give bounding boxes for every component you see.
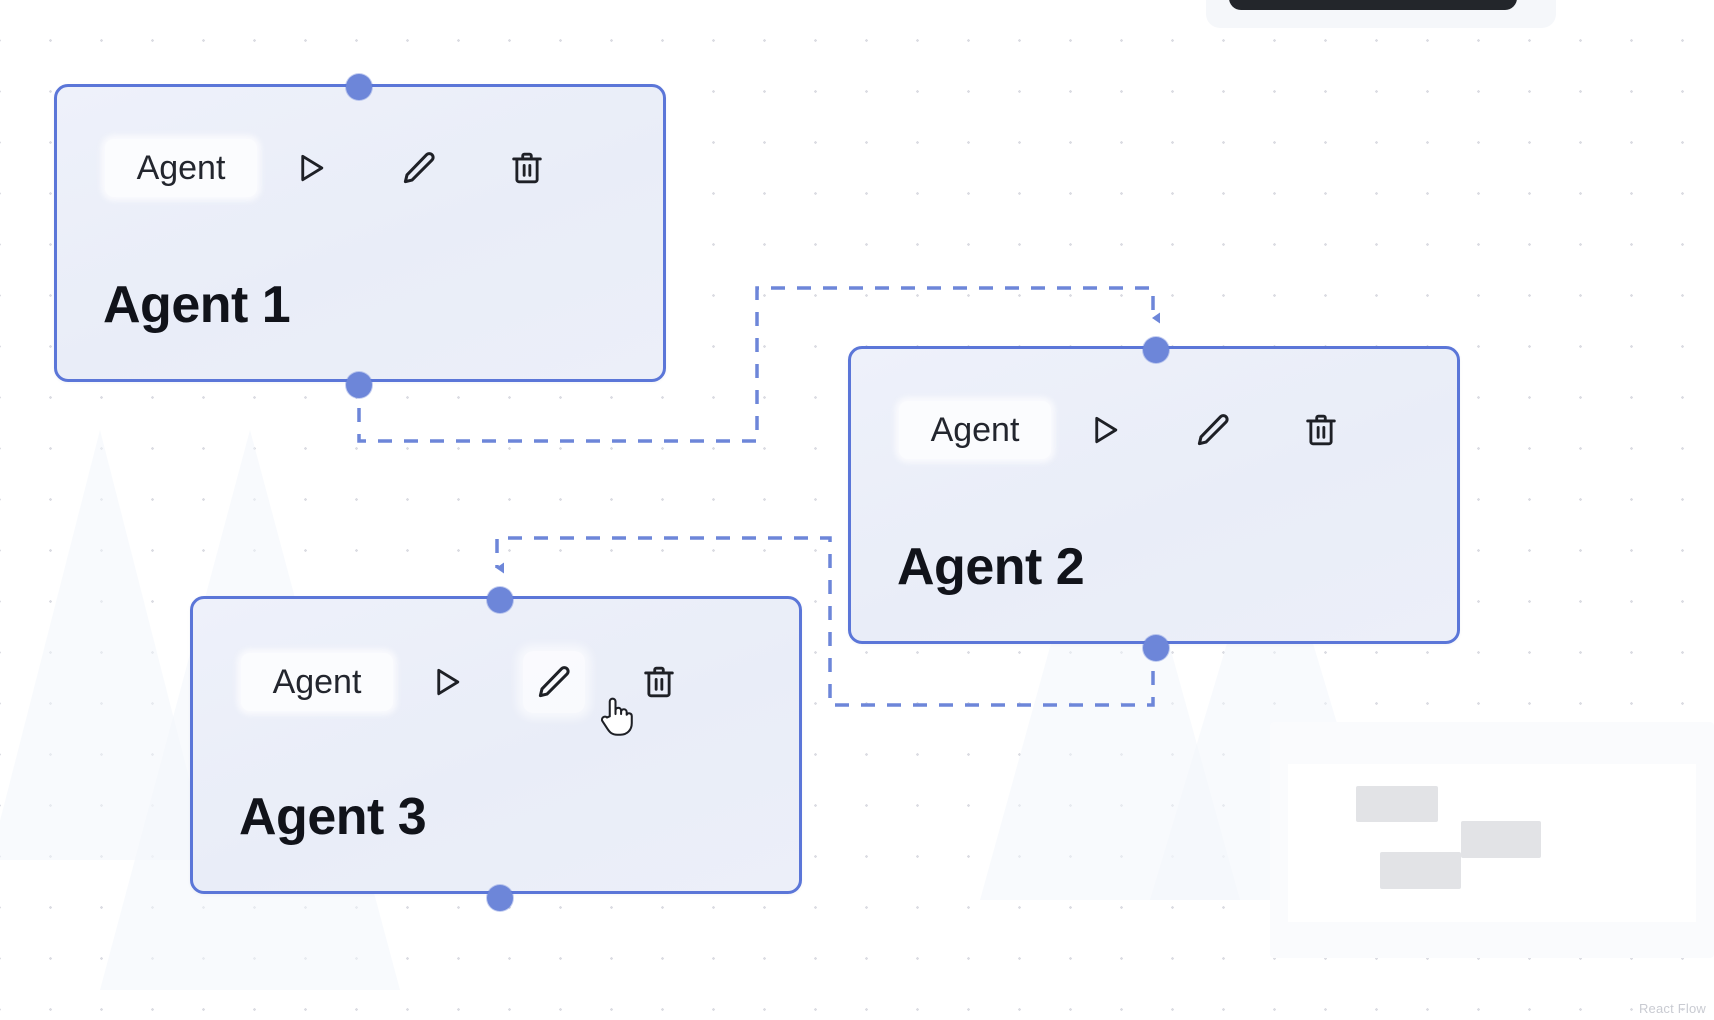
edit-button[interactable] bbox=[391, 140, 447, 196]
node-agent-2-header: Agent bbox=[899, 401, 1349, 459]
node-agent-2[interactable]: Agent bbox=[848, 337, 1460, 661]
node-type-badge: Agent bbox=[105, 139, 257, 197]
edit-button[interactable] bbox=[523, 651, 585, 713]
handle-target-top[interactable] bbox=[487, 587, 513, 613]
node-title: Agent 2 bbox=[897, 538, 1085, 596]
minimap[interactable] bbox=[1270, 722, 1714, 958]
trash-icon bbox=[644, 666, 674, 698]
play-icon bbox=[437, 668, 460, 696]
node-actions bbox=[419, 651, 687, 713]
delete-button[interactable] bbox=[631, 654, 687, 710]
minimap-node bbox=[1461, 821, 1541, 858]
trash-icon bbox=[1306, 414, 1336, 446]
node-title: Agent 3 bbox=[239, 788, 427, 846]
react-flow-attribution[interactable]: React Flow bbox=[1638, 1001, 1706, 1016]
node-agent-1-header: Agent bbox=[105, 139, 555, 197]
node-agent-3[interactable]: Agent bbox=[190, 587, 802, 911]
minimap-viewport[interactable] bbox=[1288, 764, 1696, 922]
node-type-badge: Agent bbox=[241, 653, 393, 711]
delete-button[interactable] bbox=[1293, 402, 1349, 458]
node-actions bbox=[1077, 402, 1349, 458]
trash-icon bbox=[512, 152, 542, 184]
pencil-icon bbox=[403, 152, 435, 184]
edge-agent2-agent3[interactable] bbox=[495, 536, 1155, 707]
node-actions bbox=[283, 140, 555, 196]
edit-button[interactable] bbox=[1185, 402, 1241, 458]
play-icon bbox=[301, 154, 324, 182]
run-button[interactable] bbox=[283, 140, 339, 196]
play-icon bbox=[1095, 416, 1118, 444]
handle-source-bottom[interactable] bbox=[346, 372, 372, 398]
minimap-node bbox=[1356, 786, 1438, 822]
minimap-node bbox=[1380, 852, 1461, 889]
node-agent-1[interactable]: Agent bbox=[54, 74, 666, 398]
handle-source-bottom[interactable] bbox=[487, 885, 513, 911]
handle-target-top[interactable] bbox=[346, 74, 372, 100]
delete-button[interactable] bbox=[499, 140, 555, 196]
pencil-icon bbox=[538, 666, 570, 698]
run-button[interactable] bbox=[1077, 402, 1133, 458]
top-dark-panel[interactable] bbox=[1229, 0, 1517, 10]
pencil-icon bbox=[1197, 414, 1229, 446]
node-agent-3-header: Agent bbox=[241, 651, 687, 713]
handle-target-top[interactable] bbox=[1143, 337, 1169, 363]
handle-source-bottom[interactable] bbox=[1143, 635, 1169, 661]
run-button[interactable] bbox=[419, 654, 475, 710]
edge-agent1-agent2[interactable] bbox=[357, 286, 1160, 443]
node-title: Agent 1 bbox=[103, 276, 291, 334]
node-type-badge: Agent bbox=[899, 401, 1051, 459]
